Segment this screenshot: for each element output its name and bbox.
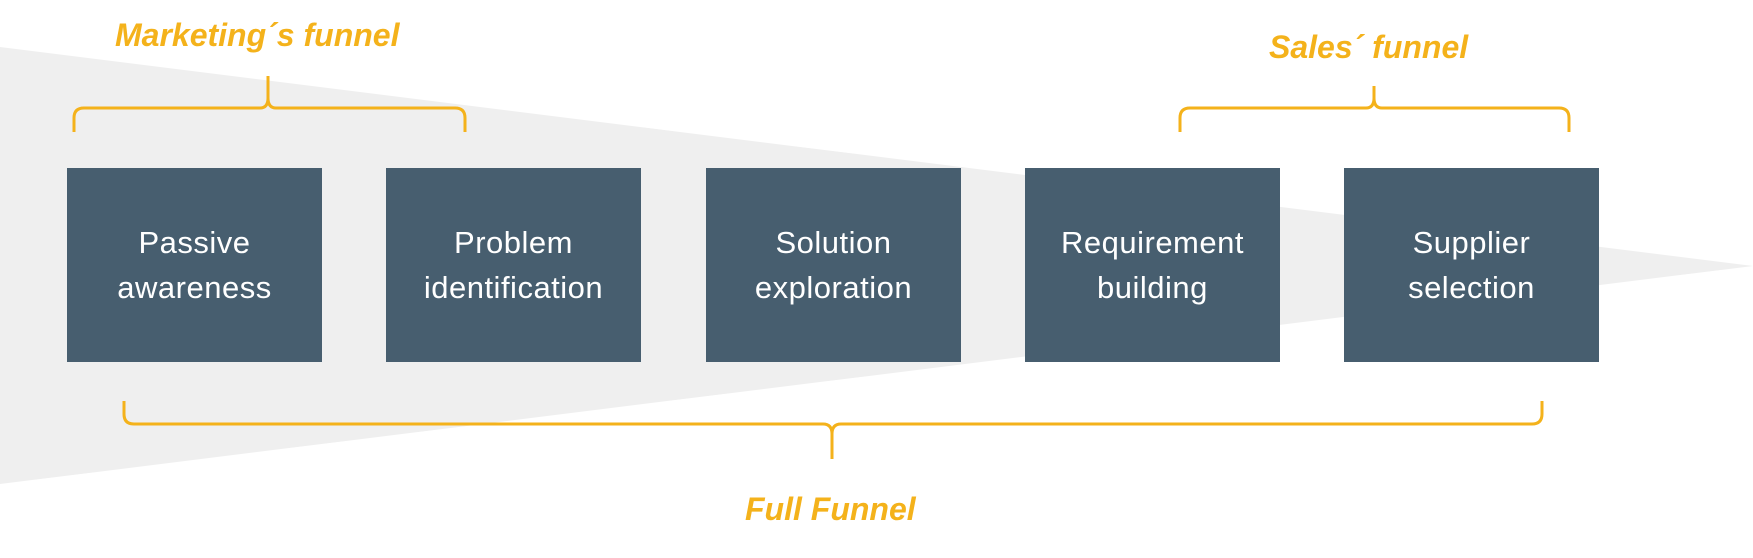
full-funnel-bracket xyxy=(122,401,1544,459)
marketing-funnel-bracket xyxy=(72,76,467,132)
stage-label: Passive awareness xyxy=(117,225,272,305)
stage-label: Supplier selection xyxy=(1408,225,1535,305)
stage-passive-awareness: Passive awareness xyxy=(67,168,322,362)
sales-funnel-bracket xyxy=(1178,86,1571,132)
stage-requirement-building: Requirement building xyxy=(1025,168,1280,362)
stage-solution-exploration: Solution exploration xyxy=(706,168,961,362)
sales-funnel-title: Sales´ funnel xyxy=(1269,29,1469,65)
stage-label: Requirement building xyxy=(1061,225,1244,305)
marketing-funnel-title: Marketing´s funnel xyxy=(115,17,400,53)
stage-supplier-selection: Supplier selection xyxy=(1344,168,1599,362)
full-funnel-title: Full Funnel xyxy=(745,491,916,527)
stage-problem-identification: Problem identification xyxy=(386,168,641,362)
stage-label: Problem identification xyxy=(423,225,604,305)
stage-label: Solution exploration xyxy=(754,225,913,305)
